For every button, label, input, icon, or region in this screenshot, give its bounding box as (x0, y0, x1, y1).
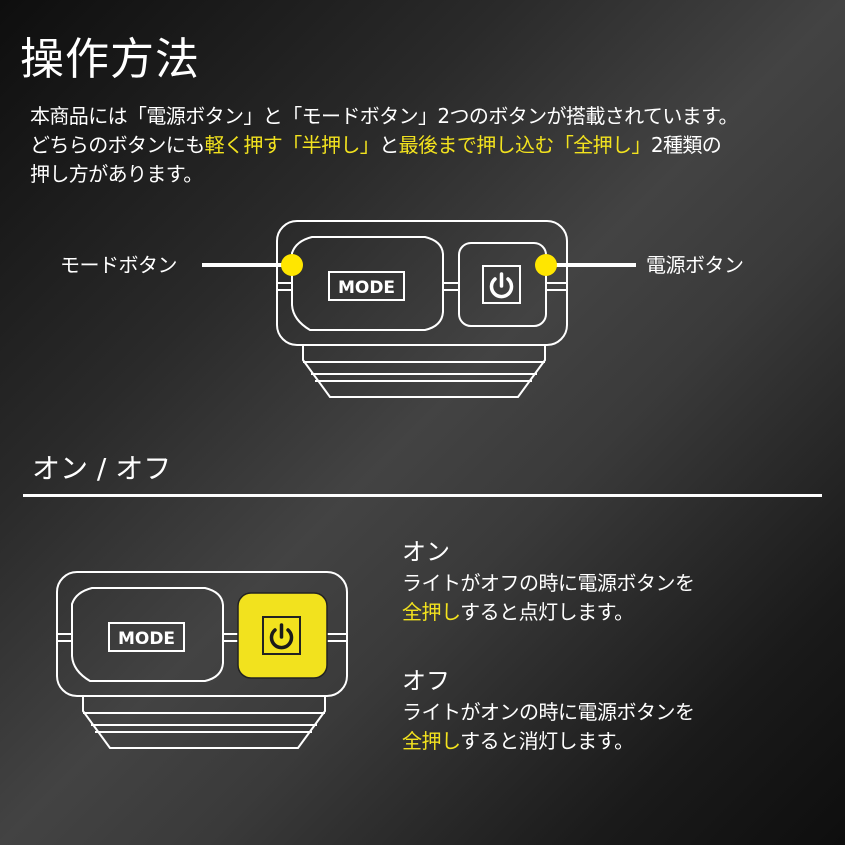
intro-line-1: 本商品には「電源ボタン」と「モードボタン」2つのボタンが搭載されています。 (30, 104, 739, 128)
section-divider (23, 494, 822, 497)
mode-button[interactable] (291, 236, 444, 331)
power-icon-box (262, 616, 301, 655)
on-line-2-rest: すると点灯します。 (460, 600, 634, 624)
intro-text: 2種類の (650, 133, 722, 157)
intro-paragraph: 本商品には「電源ボタン」と「モードボタン」2つのボタンが搭載されています。 どち… (30, 102, 830, 189)
intro-line-3: 押し方があります。 (30, 162, 203, 186)
intro-text: どちらのボタンにも (30, 133, 205, 157)
on-title: オン (402, 538, 450, 566)
off-line-2-rest: すると消灯します。 (460, 729, 634, 753)
device-base (82, 696, 326, 749)
mode-button-callout: モードボタン (60, 253, 178, 277)
mode-button[interactable] (71, 587, 224, 682)
intro-line-2: どちらのボタンにも軽く押す「半押し」と最後まで押し込む「全押し」2種類の (30, 131, 830, 160)
device-housing (276, 220, 568, 346)
mode-label-box (328, 271, 405, 301)
power-callout-dot (535, 254, 557, 276)
power-icon (489, 272, 514, 299)
off-title: オフ (402, 667, 450, 695)
device-housing (56, 571, 348, 697)
device-base (302, 345, 546, 398)
page-title: 操作方法 (20, 34, 200, 85)
mode-label: MODE (118, 629, 175, 649)
off-line-1: ライトがオンの時に電源ボタンを (402, 700, 695, 724)
power-button[interactable] (458, 242, 547, 327)
on-description: オン ライトがオフの時に電源ボタンを 全押しすると点灯します。 (402, 537, 695, 627)
full-press-highlight: 全押し (402, 729, 461, 753)
mode-label: MODE (338, 278, 395, 298)
full-press-highlight: 最後まで押し込む「全押し」 (398, 133, 652, 157)
off-line-2: 全押しすると消灯します。 (402, 727, 695, 756)
power-button-callout: 電源ボタン (646, 253, 744, 277)
mode-callout-dot (281, 254, 303, 276)
power-icon (269, 623, 294, 650)
intro-text: と (379, 133, 399, 157)
on-line-1: ライトがオフの時に電源ボタンを (402, 571, 695, 595)
mode-label-box (108, 622, 185, 652)
half-press-highlight: 軽く押す「半押し」 (204, 133, 380, 157)
on-line-2: 全押しすると点灯します。 (402, 598, 695, 627)
section-title-on-off: オン / オフ (32, 452, 172, 485)
off-description: オフ ライトがオンの時に電源ボタンを 全押しすると消灯します。 (402, 666, 695, 756)
full-press-highlight: 全押し (402, 600, 461, 624)
power-icon-box (482, 265, 521, 304)
